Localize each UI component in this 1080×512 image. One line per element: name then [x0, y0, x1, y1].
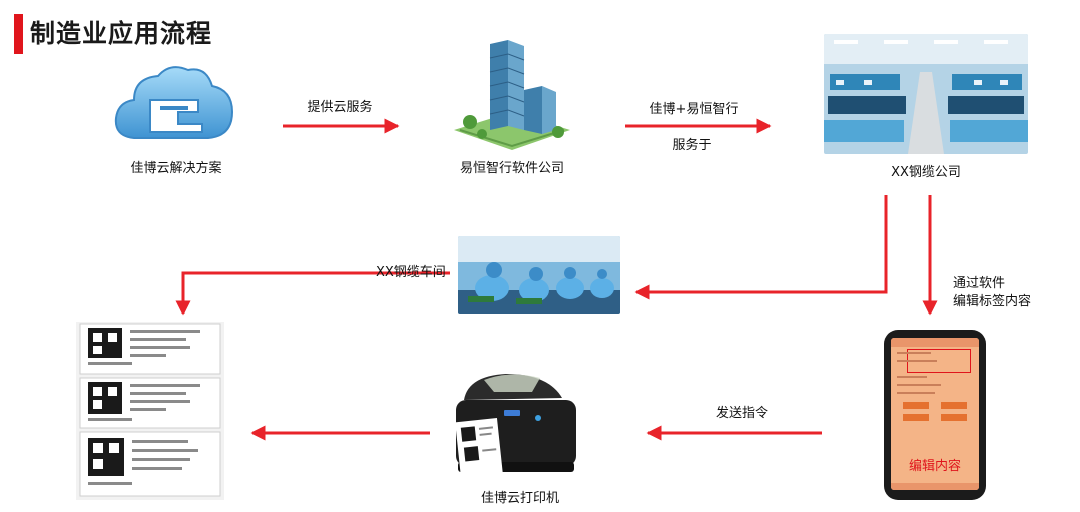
- phone-status-bar: [891, 338, 979, 347]
- edge-workshop-label: XX钢缆车间: [376, 265, 446, 280]
- factory-photo: [824, 34, 1028, 154]
- node-cloud-label: 佳博云解决方案: [130, 161, 222, 176]
- printed-labels-photo: [76, 322, 224, 500]
- edge-provide-service-label: 提供云服务: [307, 100, 373, 115]
- phone-button[interactable]: [903, 402, 929, 409]
- node-printer-label: 佳博云打印机: [480, 491, 560, 506]
- phone-screen-text: 编辑内容: [908, 459, 961, 474]
- phone-button[interactable]: [941, 402, 967, 409]
- arrow-cable-to-workshop: [634, 195, 888, 300]
- phone-screen: 编辑内容: [891, 338, 979, 490]
- workshop-photo: [458, 236, 620, 314]
- edge-serve-label-line1: 佳博+易恒智行: [649, 102, 739, 117]
- page-title: 制造业应用流程: [30, 19, 213, 48]
- phone-button[interactable]: [941, 414, 967, 421]
- node-cable-company-label: XX钢缆公司: [891, 165, 961, 180]
- building-icon: [454, 40, 570, 150]
- title-accent-bar: [14, 14, 23, 54]
- phone-button[interactable]: [903, 414, 929, 421]
- edge-send-label: 发送指令: [715, 406, 769, 421]
- arrow-workshop-to-labels: [175, 271, 450, 316]
- edge-edit-label-line2: 编辑标签内容: [953, 294, 1032, 309]
- edge-edit-label-line1: 通过软件: [953, 276, 1006, 291]
- cloud-icon: [114, 66, 234, 139]
- printer-icon: [455, 374, 576, 479]
- edge-serve-label-line2: 服务于: [672, 138, 712, 153]
- phone-device: 编辑内容: [884, 330, 986, 500]
- phone-nav-bar: [891, 483, 979, 490]
- node-software-company-label: 易恒智行软件公司: [459, 161, 565, 176]
